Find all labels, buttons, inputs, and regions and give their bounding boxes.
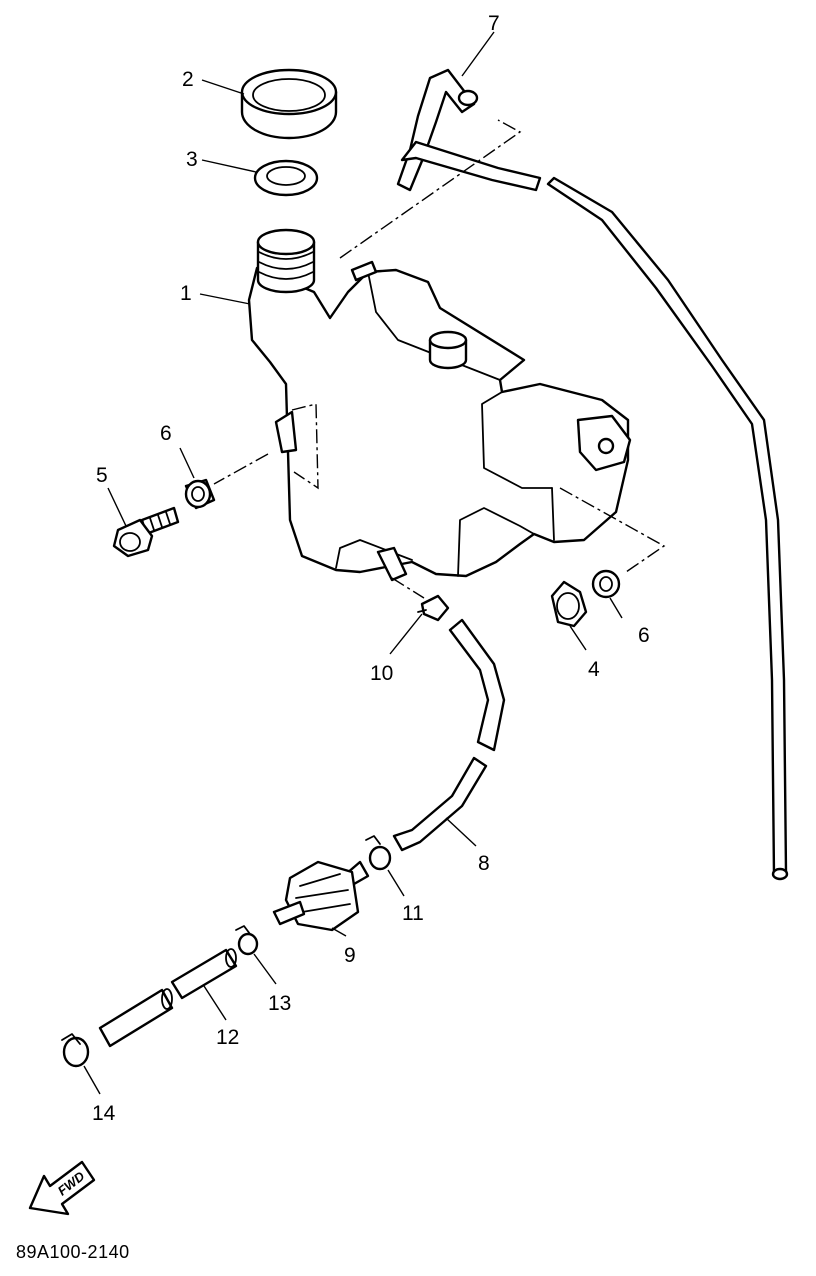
hose-clip-lower	[235, 925, 259, 956]
leader-lines	[83, 31, 623, 1095]
callout-6-right: 6	[638, 624, 650, 647]
cap-gasket	[253, 159, 319, 197]
callout-2: 2	[182, 68, 194, 91]
short-hose	[98, 948, 238, 1048]
callout-8: 8	[478, 852, 490, 875]
callout-14: 14	[92, 1102, 116, 1125]
callout-9: 9	[344, 944, 356, 967]
callout-6-left: 6	[160, 422, 172, 445]
hose-clip-upper	[417, 594, 450, 622]
end-clip	[61, 1033, 90, 1068]
grommet	[550, 580, 588, 628]
forward-arrow-icon: FWD	[28, 1160, 96, 1216]
callout-11: 11	[402, 902, 424, 925]
callout-4: 4	[588, 658, 600, 681]
callout-5: 5	[96, 464, 108, 487]
tank-hose	[392, 618, 506, 852]
callout-3: 3	[186, 148, 198, 171]
callout-7: 7	[488, 12, 500, 35]
hose-clip-middle	[365, 835, 392, 871]
filter-valve	[272, 860, 370, 932]
tank-cap	[240, 68, 338, 140]
drawing-code: 89A100-2140	[16, 1242, 130, 1262]
callout-10: 10	[370, 662, 393, 685]
reservoir-tank	[247, 228, 632, 582]
callout-12: 12	[216, 1026, 239, 1049]
callout-13: 13	[268, 992, 291, 1015]
collar-right	[591, 569, 621, 599]
assembly-lines	[213, 119, 666, 599]
collar-left	[184, 478, 216, 510]
callout-labels: 1 2 3 4 5 6 6 7 8 9 10 11 12 13 14	[92, 12, 650, 1125]
bolt	[112, 506, 180, 558]
callout-1: 1	[180, 282, 192, 305]
